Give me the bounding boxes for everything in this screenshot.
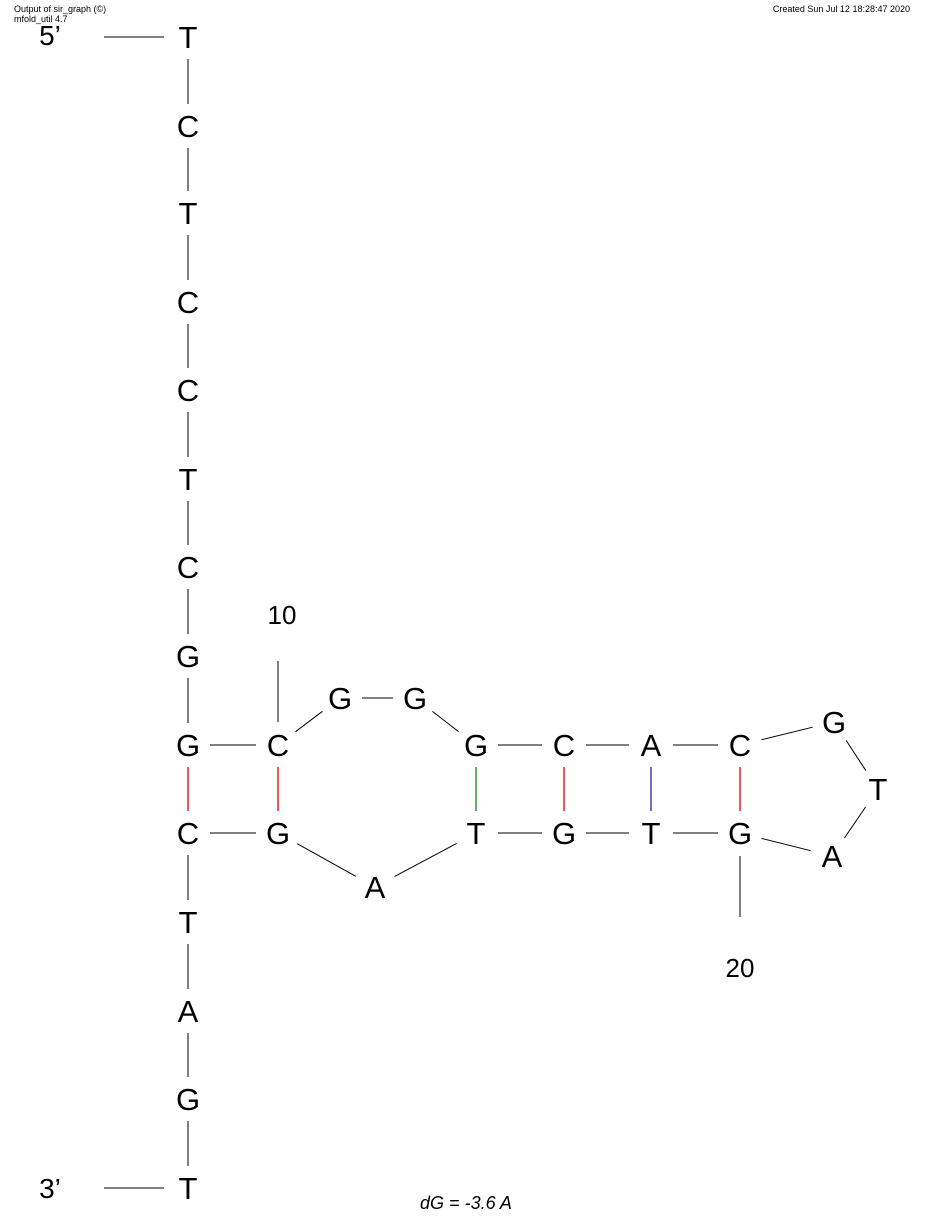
number-label-10: 10 [268,600,297,630]
base-15: A [641,728,662,763]
base-12: G [403,681,427,716]
base-19: A [822,839,843,874]
header-program-line: Output of sir_graph (©) [14,4,106,14]
backbone-link [296,843,357,877]
base-11: G [328,681,352,716]
base-4: C [177,285,199,320]
base-22: G [552,816,576,851]
base-20: G [728,816,752,851]
base-3: T [179,196,198,231]
backbone-link [432,711,459,732]
five-prime-label: 5’ [39,20,61,51]
base-6: T [179,462,198,497]
base-17: G [822,705,846,740]
backbone-link [844,806,866,839]
base-1: T [179,20,198,55]
base-24: A [365,870,386,905]
base-7: C [177,550,199,585]
base-9: G [176,728,200,763]
base-14: C [553,728,575,763]
base-21: T [642,816,661,851]
base-16: C [729,728,751,763]
backbone-link [394,842,457,878]
header-version-line: mfold_util 4.7 [14,14,68,24]
base-5: C [177,373,199,408]
structure-lines [104,36,867,1189]
backbone-link [845,740,867,771]
base-13: G [464,728,488,763]
base-8: G [176,639,200,674]
free-energy-label: dG = -3.6 A [420,1193,512,1213]
base-25: G [266,816,290,851]
backbone-link [295,710,323,733]
base-29: G [176,1082,200,1117]
base-10: C [267,728,289,763]
base-26: C [177,816,199,851]
backbone-link [761,726,813,741]
structure-labels: 10 20 [268,600,755,983]
header-created-date: Created Sun Jul 12 18:28:47 2020 [773,4,910,14]
base-28: A [178,994,199,1029]
base-2: C [177,109,199,144]
backbone-link [761,837,811,852]
base-30: T [179,1171,198,1206]
base-18: T [869,772,888,807]
number-label-20: 20 [726,953,755,983]
three-prime-label: 3’ [39,1173,61,1204]
base-27: T [179,905,198,940]
base-23: T [467,816,486,851]
